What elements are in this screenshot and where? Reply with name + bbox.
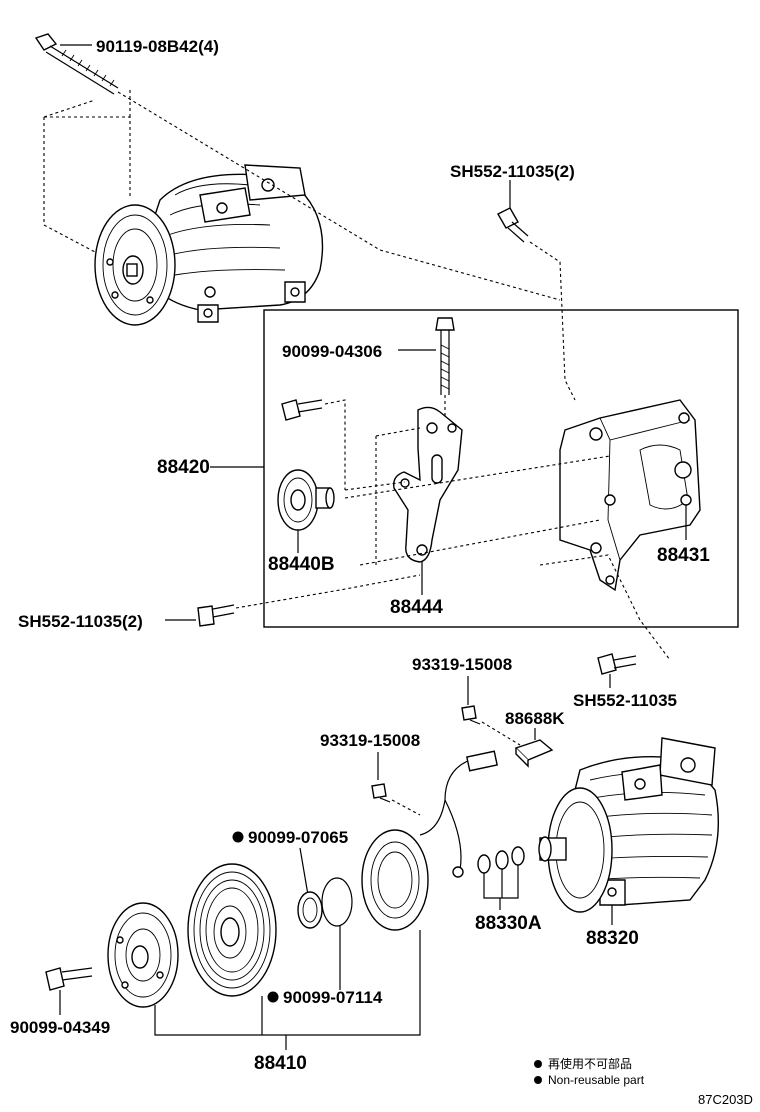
non-reusable-marker-b-icon xyxy=(267,991,279,1003)
coil-harness-icon xyxy=(419,750,498,878)
label-bolt-bracket: 90099-04306 xyxy=(282,342,382,361)
snap-ring-a-icon xyxy=(297,891,323,929)
bolt-sh-right-icon xyxy=(597,653,637,675)
non-reusable-marker-icon xyxy=(232,831,244,843)
label-connector: 88688K xyxy=(505,709,565,728)
clip-lower-icon xyxy=(371,783,391,803)
label-bolt-sh-left: SH552-11035(2) xyxy=(18,612,143,631)
top-alignment-lines xyxy=(43,90,561,301)
legend-marker-jp-icon xyxy=(534,1060,542,1068)
label-oring-set: 88330A xyxy=(475,913,542,934)
label-snap-ring-b: 90099-07114 xyxy=(283,988,383,1007)
idler-pulley-icon xyxy=(277,469,335,531)
label-bolt-hub: 90099-04349 xyxy=(10,1018,110,1037)
bracket-assembly-box xyxy=(263,309,739,628)
legend-jp-text: 再使用不可部品 xyxy=(548,1056,632,1071)
illustration-code: 87C203D xyxy=(698,1092,753,1107)
label-bolt-top: 90119-08B42(4) xyxy=(96,37,219,56)
label-clip-upper: 93319-15008 xyxy=(412,655,512,674)
bolt-sh-top-icon xyxy=(497,207,529,243)
bolt-small-icon xyxy=(281,399,323,421)
bolt-top-icon xyxy=(34,33,119,95)
legend-marker-en-icon xyxy=(534,1076,542,1084)
label-clutch-assy: 88410 xyxy=(254,1053,307,1074)
clip-upper-icon xyxy=(461,705,481,725)
bolt-hub-icon xyxy=(45,967,93,991)
legend: 再使用不可部品 Non-reusable part xyxy=(534,1056,645,1087)
snap-ring-b-icon xyxy=(321,877,353,927)
clutch-hub-icon xyxy=(107,902,179,1008)
bracket-body-icon xyxy=(559,399,701,592)
pulley-rotor-icon xyxy=(187,863,277,997)
bolt-sh-left-icon xyxy=(197,604,235,627)
field-coil-icon xyxy=(361,829,429,931)
label-bracket-plate: 88444 xyxy=(390,597,443,618)
label-clip-lower: 93319-15008 xyxy=(320,731,420,750)
legend-en-text: Non-reusable part xyxy=(548,1073,645,1087)
bolt-bracket-icon xyxy=(435,317,455,395)
bracket-plate-icon xyxy=(393,406,463,563)
label-bolt-sh-top: SH552-11035(2) xyxy=(450,162,575,181)
bottom-compressor-illustration xyxy=(538,737,719,913)
label-bolt-sh-right: SH552-11035 xyxy=(573,691,677,710)
top-compressor-illustration xyxy=(94,164,324,326)
oring-set-icon xyxy=(477,846,525,874)
label-idler-pulley: 88440B xyxy=(268,554,335,575)
label-snap-ring-a: 90099-07065 xyxy=(248,828,348,847)
label-compressor: 88320 xyxy=(586,928,639,949)
label-bracket-body: 88431 xyxy=(657,545,710,566)
label-bracket-assy: 88420 xyxy=(157,457,210,478)
connector-icon xyxy=(514,739,554,768)
